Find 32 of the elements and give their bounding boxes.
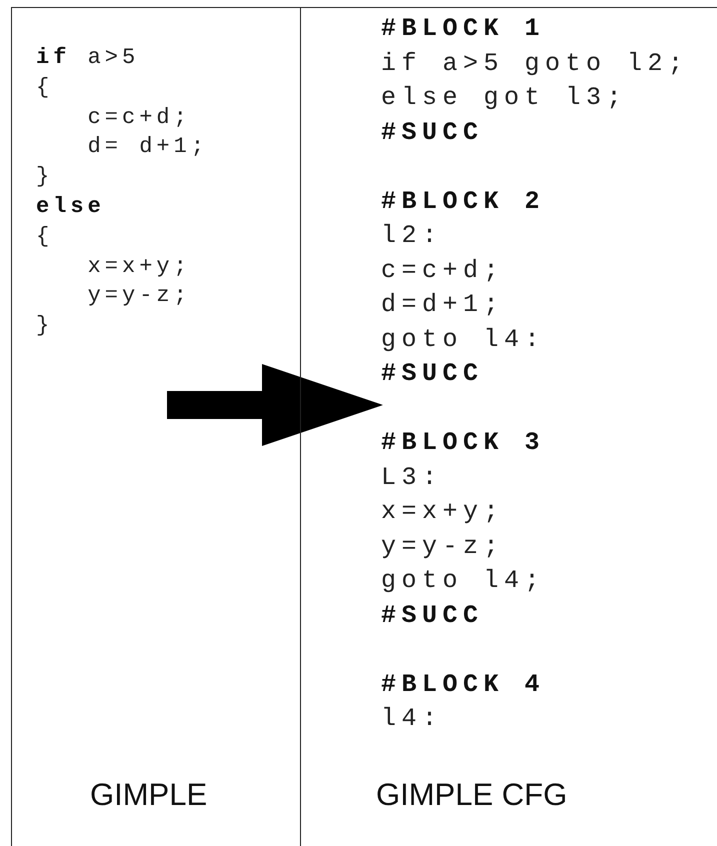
- code-line: goto l4:: [381, 324, 546, 356]
- code-line: L3:: [381, 462, 444, 494]
- code-line: else got l3;: [381, 82, 628, 114]
- code-line: }: [36, 163, 54, 192]
- code-line: d= d+1;: [86, 133, 208, 162]
- code-line: if a>5 goto l2;: [381, 48, 689, 80]
- code-line: {: [36, 222, 54, 251]
- code-line: l2:: [381, 220, 444, 252]
- code-line: goto l4;: [381, 565, 546, 597]
- code-line: #BLOCK 2: [381, 186, 546, 218]
- code-line: if a>5: [36, 44, 140, 72]
- block-arrow: [167, 364, 383, 446]
- panel-caption: GIMPLE CFG: [376, 777, 568, 813]
- code-line: #SUCC: [381, 600, 485, 632]
- code-line: c=c+d;: [381, 254, 506, 286]
- code-panel: [11, 7, 301, 846]
- code-line: {: [36, 74, 54, 102]
- code-line: }: [36, 312, 54, 340]
- panel-caption: GIMPLE: [90, 777, 208, 813]
- code-line: l4:: [381, 703, 444, 735]
- code-line: else: [36, 192, 106, 221]
- code-line: #BLOCK 3: [381, 427, 546, 459]
- code-line: #BLOCK 1: [381, 13, 546, 45]
- code-line: d=d+1;: [381, 289, 506, 321]
- code-line: c=c+d;: [86, 104, 192, 132]
- code-line: x=x+y;: [86, 252, 192, 281]
- code-line: #BLOCK 4: [381, 668, 546, 700]
- code-line: #SUCC: [381, 116, 485, 148]
- code-line: y=y-z;: [86, 282, 192, 310]
- code-line: x=x+y;: [381, 496, 506, 528]
- code-line: #SUCC: [381, 358, 485, 390]
- code-line: y=y-z;: [381, 530, 506, 562]
